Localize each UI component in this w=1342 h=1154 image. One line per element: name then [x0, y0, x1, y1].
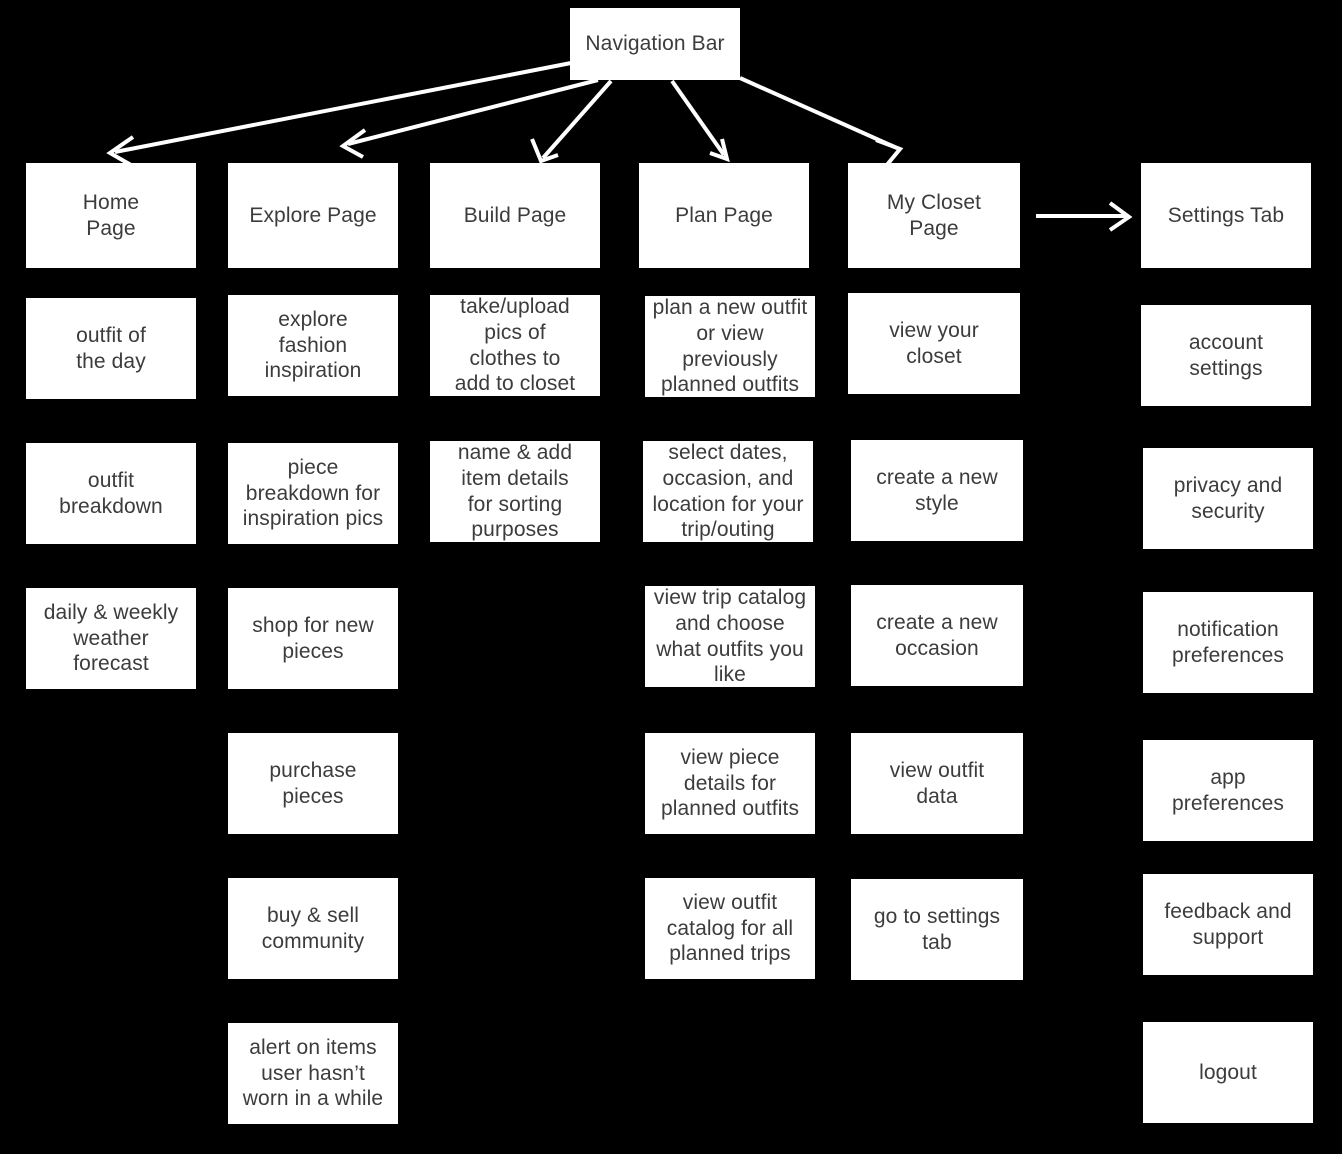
node-privacy-and-security[interactable]: privacy and security: [1143, 448, 1313, 549]
node-label: privacy and security: [1173, 473, 1283, 523]
node-label: view trip catalog and choose what outfit…: [653, 585, 807, 687]
node-label: account settings: [1188, 330, 1264, 380]
node-label: view outfit catalog for all planned trip…: [666, 890, 794, 966]
node-label: Explore Page: [249, 203, 377, 227]
node-label: Build Page: [463, 203, 567, 227]
arrowhead-settings: [1108, 201, 1133, 232]
node-label: daily & weekly weather forecast: [43, 600, 179, 676]
node-logout[interactable]: logout: [1143, 1022, 1313, 1123]
node-purchase-pieces[interactable]: purchase pieces: [228, 733, 398, 834]
node-go-to-settings-tab[interactable]: go to settings tab: [851, 879, 1023, 980]
node-label: purchase pieces: [269, 758, 357, 808]
node-alert-unworn-items[interactable]: alert on items user hasn’t worn in a whi…: [228, 1023, 398, 1124]
node-view-outfit-catalog[interactable]: view outfit catalog for all planned trip…: [645, 878, 815, 979]
node-label: view outfit data: [889, 758, 985, 808]
node-label: Home Page: [82, 190, 140, 240]
node-label: take/upload pics of clothes to add to cl…: [454, 294, 576, 396]
node-view-outfit-data[interactable]: view outfit data: [851, 733, 1023, 834]
node-label: My Closet Page: [886, 190, 982, 240]
node-label: create a new style: [876, 465, 998, 515]
node-shop-for-new-pieces[interactable]: shop for new pieces: [228, 588, 398, 689]
node-app-preferences[interactable]: app preferences: [1143, 740, 1313, 841]
node-plan-page[interactable]: Plan Page: [639, 163, 809, 268]
node-label: name & add item details for sorting purp…: [457, 440, 573, 542]
node-view-piece-details[interactable]: view piece details for planned outfits: [645, 733, 815, 834]
node-label: buy & sell community: [261, 903, 365, 953]
node-account-settings[interactable]: account settings: [1141, 305, 1311, 406]
node-outfit-of-the-day[interactable]: outfit of the day: [26, 298, 196, 399]
connector-nav-to-build: [541, 79, 613, 160]
node-view-your-closet[interactable]: view your closet: [848, 293, 1020, 394]
node-label: outfit of the day: [76, 323, 146, 373]
node-label: shop for new pieces: [252, 613, 374, 663]
node-my-closet-page[interactable]: My Closet Page: [848, 163, 1020, 268]
node-explore-page[interactable]: Explore Page: [228, 163, 398, 268]
node-label: create a new occasion: [876, 610, 998, 660]
node-explore-fashion-inspiration[interactable]: explore fashion inspiration: [228, 295, 398, 396]
arrowhead-build: [530, 138, 559, 164]
node-label: Plan Page: [675, 203, 773, 227]
node-outfit-breakdown[interactable]: outfit breakdown: [26, 443, 196, 544]
node-take-upload-pics[interactable]: take/upload pics of clothes to add to cl…: [430, 295, 600, 396]
node-label: outfit breakdown: [59, 468, 163, 518]
arrowhead-home: [106, 135, 135, 167]
connector-nav-to-closet: [739, 76, 898, 150]
arrowhead-plan: [709, 138, 730, 163]
node-label: explore fashion inspiration: [264, 307, 362, 383]
node-plan-new-or-view-previous[interactable]: plan a new outfit or view previously pla…: [645, 296, 815, 397]
connector-nav-to-home: [114, 61, 572, 154]
node-notification-preferences[interactable]: notification preferences: [1143, 592, 1313, 693]
node-weather-forecast[interactable]: daily & weekly weather forecast: [26, 588, 196, 689]
node-label: view piece details for planned outfits: [660, 745, 800, 821]
node-piece-breakdown-inspiration[interactable]: piece breakdown for inspiration pics: [228, 443, 398, 544]
node-label: go to settings tab: [873, 904, 1001, 954]
node-navigation-bar[interactable]: Navigation Bar: [570, 8, 740, 80]
node-view-trip-catalog[interactable]: view trip catalog and choose what outfit…: [645, 586, 815, 687]
node-buy-sell-community[interactable]: buy & sell community: [228, 878, 398, 979]
node-label: plan a new outfit or view previously pla…: [652, 295, 808, 397]
node-home-page[interactable]: Home Page: [26, 163, 196, 268]
node-feedback-and-support[interactable]: feedback and support: [1143, 874, 1313, 975]
node-label: app preferences: [1172, 765, 1284, 815]
node-create-new-occasion[interactable]: create a new occasion: [851, 585, 1023, 686]
node-label: Settings Tab: [1167, 203, 1285, 227]
node-label: view your closet: [889, 318, 979, 368]
node-label: Navigation Bar: [585, 32, 725, 56]
node-label: notification preferences: [1172, 617, 1284, 667]
node-label: logout: [1199, 1060, 1257, 1084]
arrowhead-explore: [339, 128, 367, 159]
connector-nav-to-explore: [347, 78, 599, 146]
node-settings-tab[interactable]: Settings Tab: [1141, 163, 1311, 268]
connector-nav-to-plan: [670, 79, 726, 157]
node-label: alert on items user hasn’t worn in a whi…: [242, 1035, 384, 1111]
node-select-dates-occasion-location[interactable]: select dates, occasion, and location for…: [643, 441, 813, 542]
node-create-new-style[interactable]: create a new style: [851, 440, 1023, 541]
node-build-page[interactable]: Build Page: [430, 163, 600, 268]
node-label: piece breakdown for inspiration pics: [242, 455, 384, 531]
node-name-add-item-details[interactable]: name & add item details for sorting purp…: [430, 441, 600, 542]
node-label: select dates, occasion, and location for…: [652, 440, 804, 542]
node-label: feedback and support: [1164, 899, 1292, 949]
